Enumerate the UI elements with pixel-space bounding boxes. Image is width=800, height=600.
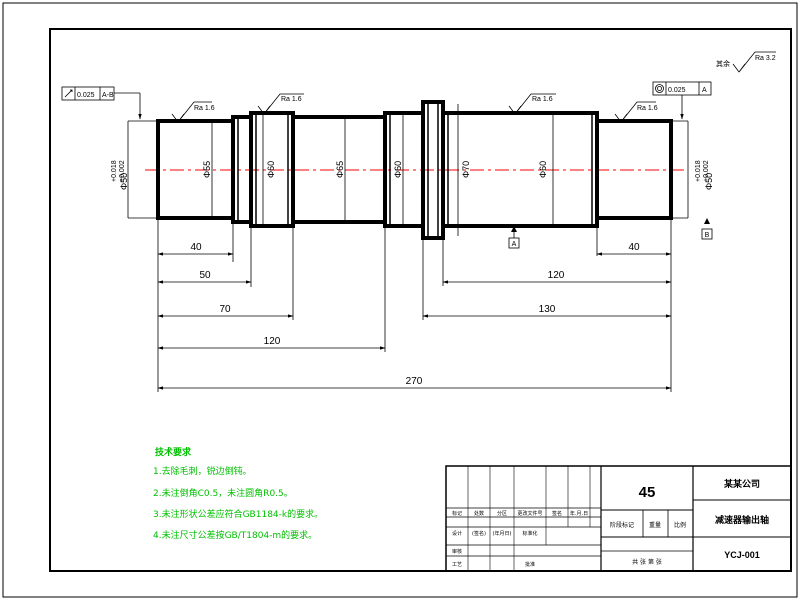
header-mark: 标记 <box>452 510 462 517</box>
header-sign: 签名 <box>552 510 562 517</box>
dia-seg-55a: Φ55 <box>202 161 212 178</box>
concentricity-icon <box>655 84 664 93</box>
sig-standard: 标准化 <box>522 530 537 537</box>
process-label: 工艺 <box>452 562 462 568</box>
dia-right-end: Φ50 <box>704 173 714 190</box>
dia-right-tol-upper: +0.018 <box>695 160 702 182</box>
concentricity-value: 0.025 <box>668 87 686 94</box>
dia-right-tol-lower: +0.002 <box>703 160 710 182</box>
roughness-2: Ra 1.6 <box>281 96 302 103</box>
drawing-frame <box>49 28 792 572</box>
roughness-labels: Ra 1.6 Ra 1.6 Ra 1.6 Ra 1.6 其余 Ra 3.2 <box>194 55 776 112</box>
note-4: 4.未注尺寸公差按GB/T1804-m的要求。 <box>153 529 317 541</box>
datum-b-label: B <box>705 232 710 239</box>
note-1: 1.去除毛刺，锐边倒钝。 <box>153 465 252 477</box>
scale-label: 比例 <box>674 521 686 529</box>
roughness-3: Ra 1.6 <box>532 96 553 103</box>
diameter-labels: Φ50 +0.018 +0.002 Φ55 Φ60 Φ65 Φ60 Φ70 Φ6… <box>111 160 714 190</box>
approve-label: 批准 <box>525 561 535 568</box>
notes-title: 技术要求 <box>155 446 192 458</box>
title-block <box>445 465 792 572</box>
datum-a: A <box>508 226 520 249</box>
roughness-rest-value: Ra 3.2 <box>755 55 776 62</box>
len-270: 270 <box>406 376 423 387</box>
header-zone: 分区 <box>497 510 507 517</box>
dia-seg-65: Φ65 <box>335 161 345 178</box>
dia-seg-60b: Φ60 <box>393 161 403 178</box>
concentricity-frame: 0.025 A <box>652 81 712 120</box>
diameter-dim-lines <box>127 104 689 236</box>
chamfer-lines <box>237 104 593 236</box>
title-block-text: 45 某某公司 减速器输出轴 YCJ-001 阶段标记 重量 比例 共 张 第 … <box>452 478 769 568</box>
note-2: 2.未注倒角C0.5，未注圆角R0.5。 <box>153 487 293 499</box>
material: 45 <box>639 484 656 501</box>
roughness-symbols <box>171 51 776 123</box>
sheet-info: 共 张 第 张 <box>632 558 662 566</box>
runout-frame: 0.025 A-B <box>61 86 142 120</box>
weight-label: 重量 <box>649 521 661 529</box>
roughness-4: Ra 1.6 <box>637 105 658 112</box>
len-130: 130 <box>539 304 556 315</box>
sig-design: 设计 <box>452 530 462 537</box>
len-120-right: 120 <box>548 270 565 281</box>
len-50: 50 <box>199 270 211 281</box>
runout-datum: A-B <box>102 92 114 99</box>
dia-left-end: Φ50 <box>119 173 129 190</box>
length-labels: 40 50 70 120 270 120 130 40 <box>190 242 640 387</box>
dia-left-tol-upper: +0.018 <box>111 160 118 182</box>
drawing-number: YCJ-001 <box>724 550 760 560</box>
header-count: 处数 <box>474 510 484 517</box>
shaft-outline <box>156 100 673 240</box>
len-40-left: 40 <box>190 242 202 253</box>
datum-b: B <box>701 218 713 240</box>
note-3: 3.未注形状公差应符合GB1184-k的要求。 <box>153 508 323 520</box>
review-label: 审核 <box>452 548 462 555</box>
roughness-1: Ra 1.6 <box>194 105 215 112</box>
roughness-rest-label: 其余 <box>716 59 730 68</box>
sig-name: (签名) <box>472 530 486 537</box>
part-name: 减速器输出轴 <box>715 514 769 526</box>
company-name: 某某公司 <box>724 478 760 490</box>
dia-seg-60a: Φ60 <box>266 161 276 178</box>
runout-icon <box>64 89 73 98</box>
dia-seg-60c: Φ60 <box>538 161 548 178</box>
len-40-right: 40 <box>628 242 640 253</box>
technical-notes: 技术要求 1.去除毛刺，锐边倒钝。 2.未注倒角C0.5，未注圆角R0.5。 3… <box>153 446 323 541</box>
runout-value: 0.025 <box>77 92 95 99</box>
datum-a-label: A <box>512 241 517 248</box>
dia-left-tol-lower: +0.002 <box>119 160 126 182</box>
extension-lines <box>157 218 672 392</box>
sig-date: (年月日) <box>493 530 512 537</box>
shaft-right-journal <box>595 119 673 220</box>
header-date: 年.月.日 <box>570 510 588 517</box>
header-doc: 更改文件号 <box>517 510 542 517</box>
stage-label: 阶段标记 <box>610 521 634 529</box>
dia-collar: Φ70 <box>461 161 471 178</box>
len-120-left: 120 <box>264 336 281 347</box>
concentricity-datum: A <box>702 87 707 94</box>
dimension-lines <box>157 252 672 390</box>
len-70: 70 <box>219 304 231 315</box>
